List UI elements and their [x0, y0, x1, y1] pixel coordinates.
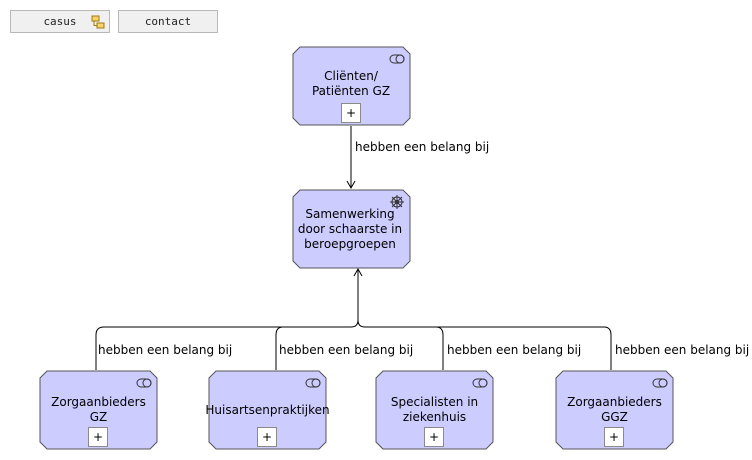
- node-label-zorgaanbieders-ggz: Zorgaanbieders GGZ: [567, 395, 662, 424]
- node-label-clienten: Cliënten/ Patiënten GZ: [311, 69, 391, 98]
- edge-zorgaanbieders-gz: [95, 269, 359, 370]
- expand-button-zorgaanbieders-gz[interactable]: +: [88, 427, 108, 447]
- expand-button-zorgaanbieders-ggz[interactable]: +: [604, 427, 624, 447]
- node-label-specialisten: Specialisten in ziekenhuis: [390, 395, 479, 424]
- node-clienten[interactable]: [292, 46, 411, 126]
- node-samenwerking[interactable]: [292, 189, 411, 269]
- role-icon: [389, 54, 405, 64]
- casus-button[interactable]: casus: [10, 10, 110, 33]
- role-icon: [652, 378, 668, 388]
- edge-arrowhead-bottom: [353, 267, 363, 277]
- edge-label-specialisten: hebben een belang bij: [447, 343, 582, 357]
- edge-label-zorgaanbieders-ggz: hebben een belang bij: [615, 343, 750, 357]
- edge-zorgaanbieders-ggz: [436, 326, 612, 370]
- expand-button-specialisten[interactable]: +: [424, 427, 444, 447]
- role-icon: [136, 378, 152, 388]
- node-label-zorgaanbieders-gz: Zorgaanbieders GZ: [51, 395, 146, 424]
- edge-arrowhead-top: [346, 180, 356, 190]
- node-label-huisartsen: Huisartsenpraktijken: [205, 402, 330, 417]
- edge-label-huisartsen: hebben een belang bij: [279, 343, 414, 357]
- node-specialisten[interactable]: [375, 370, 494, 450]
- expand-button-huisartsen[interactable]: +: [257, 427, 277, 447]
- node-huisartsen[interactable]: [208, 370, 327, 450]
- contact-label: contact: [144, 15, 192, 28]
- edge-label-zorgaanbieders-gz: hebben een belang bij: [98, 343, 233, 357]
- driver-icon: [390, 195, 404, 209]
- hierarchy-icon: [91, 15, 105, 29]
- node-label-samenwerking: Samenwerking door schaarste in beroepgro…: [297, 206, 403, 251]
- edge-huisartsen: [275, 326, 351, 370]
- node-zorgaanbieders-gz[interactable]: [39, 370, 158, 450]
- node-zorgaanbieders-ggz[interactable]: [555, 370, 674, 450]
- edge-label-clienten: hebben een belang bij: [355, 140, 490, 154]
- contact-button[interactable]: contact: [118, 10, 218, 33]
- expand-button-clienten[interactable]: +: [341, 103, 361, 123]
- casus-label: casus: [43, 15, 77, 28]
- role-icon: [472, 378, 488, 388]
- role-icon: [305, 378, 321, 388]
